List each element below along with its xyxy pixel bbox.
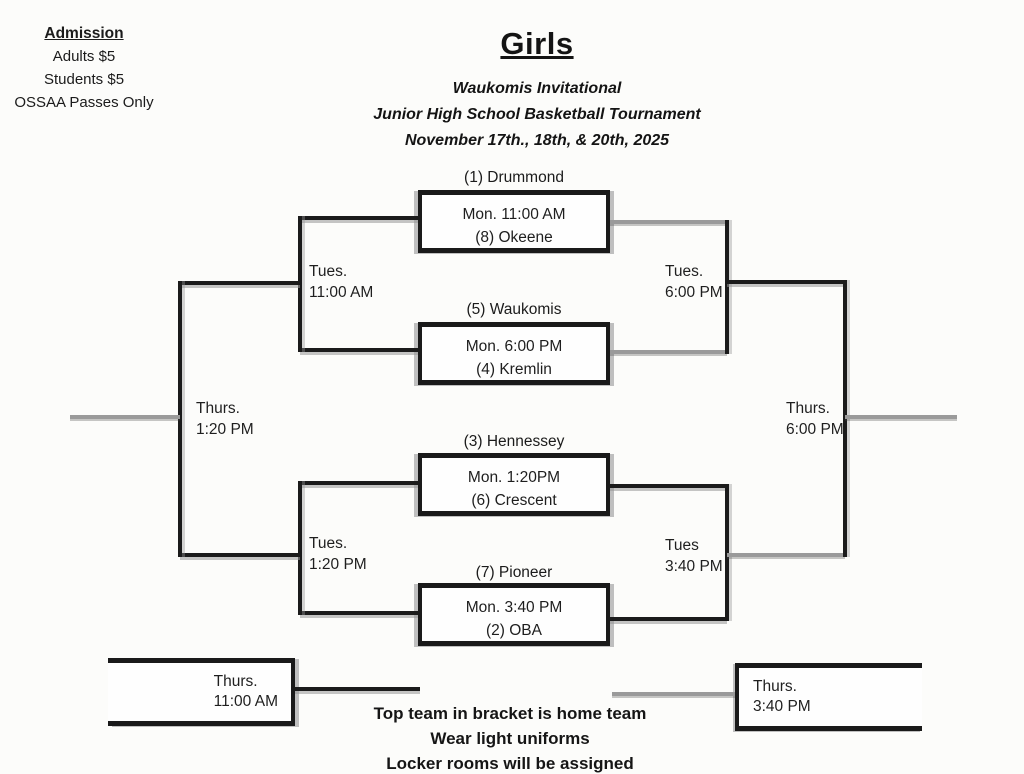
label-right-semi-top: Tues. 6:00 PM — [665, 261, 723, 303]
line-game4-right — [610, 617, 727, 621]
line-game2-left — [300, 348, 418, 352]
game4-time: Mon. 3:40 PM — [465, 599, 563, 616]
admission-passes: OSSAA Passes Only — [14, 94, 154, 111]
label-time: 1:20 PM — [196, 421, 254, 438]
line-left-final-join — [178, 281, 182, 557]
admission-info: Admission Adults $5 Students $5 OSSAA Pa… — [0, 22, 168, 114]
line-left-semi-bottom — [180, 553, 300, 557]
game4-box: Mon. 3:40 PM (2) OBA — [418, 583, 610, 646]
game1-box: Mon. 11:00 AM (8) Okeene — [418, 190, 610, 253]
label-day: Thurs. — [213, 673, 258, 690]
event-subtitle: Junior High School Basketball Tournament — [373, 106, 701, 123]
game3-time: Mon. 1:20PM — [467, 469, 561, 486]
label-day: Thurs. — [786, 400, 830, 417]
label-right-semi-bottom: Tues 3:40 PM — [665, 535, 723, 577]
game4-bottom-seed: (2) OBA — [486, 622, 542, 639]
line-right-semi-bottom — [727, 553, 845, 557]
game2-bottom-seed: (4) Kremlin — [476, 361, 552, 378]
note-home-team: Top team in bracket is home team — [373, 704, 647, 723]
line-left-semi-top — [180, 281, 300, 285]
label-day: Tues. — [665, 263, 704, 280]
label-time: 6:00 PM — [786, 421, 844, 438]
tournament-notes: Top team in bracket is home team Wear li… — [310, 701, 710, 774]
game2-top-seed: (5) Waukomis — [466, 301, 562, 318]
label-left-semi-top: Tues. 11:00 AM — [309, 261, 373, 303]
line-bottom-right-in — [612, 692, 735, 696]
label-left-final: Thurs. 1:20 PM — [196, 398, 254, 440]
line-game3-left — [300, 481, 418, 485]
label-day: Tues. — [309, 263, 348, 280]
game4-top-seed: (7) Pioneer — [475, 564, 553, 581]
game2-box: Mon. 6:00 PM (4) Kremlin — [418, 322, 610, 385]
label-left-semi-bottom: Tues. 1:20 PM — [309, 533, 367, 575]
admission-price-students: Students $5 — [43, 71, 125, 88]
bottom-right-game-box: Thurs. 3:40 PM — [735, 663, 922, 731]
label-time: 3:40 PM — [665, 558, 723, 575]
label-day: Tues. — [309, 535, 348, 552]
division-title: Girls — [500, 26, 574, 61]
game3-bottom-seed: (6) Crescent — [471, 492, 557, 509]
admission-title: Admission — [44, 25, 124, 42]
note-locker-rooms: Locker rooms will be assigned — [386, 754, 634, 773]
game1-time: Mon. 11:00 AM — [462, 206, 566, 223]
line-game1-right — [610, 220, 727, 224]
header: Girls Waukomis Invitational Junior High … — [287, 26, 787, 154]
line-game2-right — [610, 350, 727, 354]
label-time: 1:20 PM — [309, 556, 367, 573]
line-left-top-join — [298, 216, 302, 352]
admission-price-adults: Adults $5 — [52, 48, 116, 65]
line-right-semi-top — [727, 280, 845, 284]
line-right-top-join — [725, 220, 729, 354]
note-uniforms: Wear light uniforms — [430, 729, 590, 748]
game3-box: Mon. 1:20PM (6) Crescent — [418, 453, 610, 516]
game2-time: Mon. 6:00 PM — [465, 338, 563, 355]
label-time: 6:00 PM — [665, 284, 723, 301]
line-right-bottom-join — [725, 484, 729, 621]
game1-bottom-seed: (8) Okeene — [475, 229, 553, 246]
line-bottom-left-out — [295, 687, 420, 691]
event-name: Waukomis Invitational — [452, 80, 622, 97]
label-day: Thurs. — [753, 678, 797, 695]
label-time: 11:00 AM — [309, 284, 374, 301]
label-right-final: Thurs. 6:00 PM — [786, 398, 844, 440]
label-day: Thurs. — [196, 400, 240, 417]
line-game4-left — [300, 611, 418, 615]
event-dates: November 17th., 18th, & 20th, 2025 — [404, 132, 670, 149]
game1-top-seed: (1) Drummond — [464, 169, 564, 186]
label-time: 3:40 PM — [753, 698, 811, 715]
label-day: Tues — [665, 537, 699, 554]
line-game3-right — [610, 484, 727, 488]
line-game1-left — [300, 216, 418, 220]
game3-top-seed: (3) Hennessey — [463, 433, 565, 450]
label-time: 11:00 AM — [213, 693, 278, 710]
line-left-final-stub — [70, 415, 180, 419]
line-right-final-stub — [845, 415, 957, 419]
line-left-bottom-join — [298, 481, 302, 615]
bottom-left-game-box: Thurs. 11:00 AM — [108, 658, 295, 726]
